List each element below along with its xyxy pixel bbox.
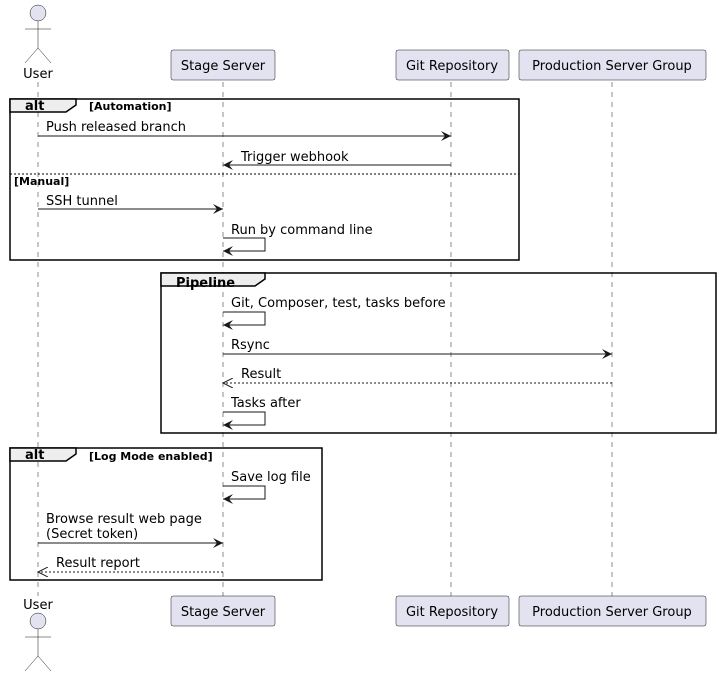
participant-git-repository-bottom: Git Repository [395,595,510,627]
fragment-alt-log-mode: alt [Log Mode enabled] [9,447,323,581]
participant-label-stage-server: Stage Server [181,59,266,74]
self-message-arrow [223,485,266,504]
participant-stage-server-top: Stage Server [170,49,276,81]
message-label: SSH tunnel [46,194,118,209]
message-label: Save log file [231,470,311,485]
fragment-keyword: alt [25,99,44,114]
message-label: Git, Composer, test, tasks before [231,296,446,311]
actor-icon [29,612,47,630]
participant-production-server-group-bottom: Production Server Group [518,595,707,627]
self-message-arrow [223,237,266,256]
message-label: Tasks after [230,396,301,411]
participant-label-stage-server: Stage Server [181,605,266,620]
message-label: Result [241,367,281,382]
else-guard: [Manual] [14,175,69,188]
fragment-pipeline: Pipeline [160,272,717,434]
participant-production-server-group-top: Production Server Group [518,49,707,81]
fragment-keyword: Pipeline [176,276,235,291]
message-label: (Secret token) [46,527,138,542]
message-label: Trigger webhook [240,150,349,165]
message-label: Rsync [231,338,270,353]
actor-icon [29,4,47,22]
actor-user-top: User [23,4,53,82]
message-label: Browse result web page [46,512,202,527]
fragment-keyword: alt [25,448,44,463]
participant-label-production-server-group: Production Server Group [532,605,692,620]
fragment-guard: [Log Mode enabled] [89,450,213,463]
participant-label-user: User [23,67,53,82]
participant-label-user: User [23,598,53,613]
participant-label-git-repository: Git Repository [406,59,498,74]
fragment-guard: [Automation] [89,100,172,113]
self-message-arrow [223,411,266,430]
message-label: Result report [56,556,140,571]
participant-label-git-repository: Git Repository [406,605,498,620]
fragment-alt-automation: alt [Automation] [Manual] [9,98,520,261]
message-label: Push released branch [46,120,186,135]
participant-git-repository-top: Git Repository [395,49,510,81]
self-message-arrow [223,311,266,330]
participant-stage-server-bottom: Stage Server [170,595,276,627]
participant-label-production-server-group: Production Server Group [532,59,692,74]
message-label: Run by command line [231,223,373,238]
actor-user-bottom: User [23,598,53,672]
